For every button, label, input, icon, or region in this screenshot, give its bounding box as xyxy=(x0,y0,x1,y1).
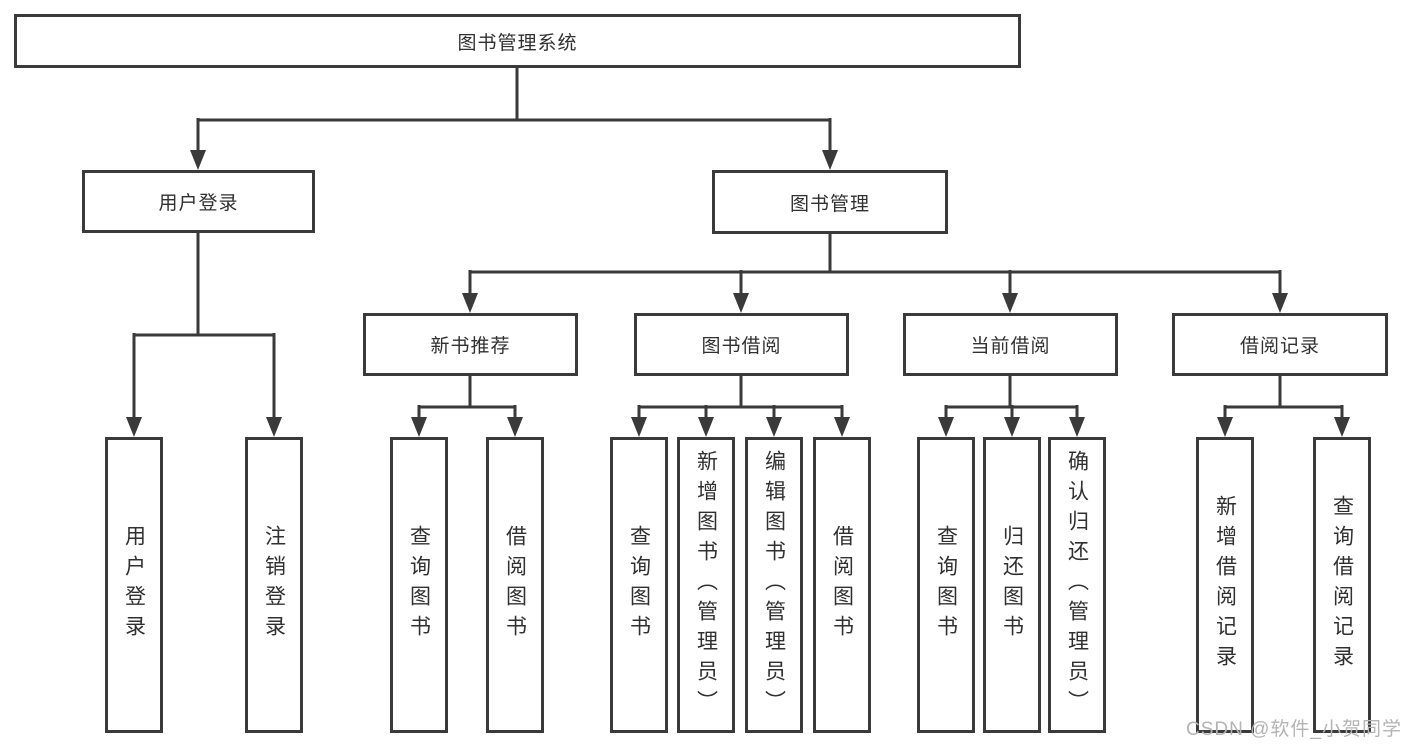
node-label: 查询图书 xyxy=(627,525,651,645)
node-label: 新增图书（管理员） xyxy=(694,450,718,720)
leaf-add-borrow-record: 新增借阅记录 xyxy=(1196,437,1254,733)
node-label: 编辑图书（管理员） xyxy=(762,450,786,720)
leaf-query-books-recommend: 查询图书 xyxy=(390,437,448,733)
node-label: 借阅记录 xyxy=(1239,336,1320,357)
node-library-system: 图书管理系统 xyxy=(14,14,1021,68)
watermark-text: CSDN @软件_小贺同学 xyxy=(1186,719,1402,740)
node-label: 查询图书 xyxy=(934,525,958,645)
node-label: 注销登录 xyxy=(262,525,286,645)
leaf-add-books-admin: 新增图书（管理员） xyxy=(677,437,735,733)
node-book-management: 图书管理 xyxy=(712,170,948,234)
node-new-book-recommend: 新书推荐 xyxy=(363,313,578,376)
node-label: 用户登录 xyxy=(122,525,146,645)
leaf-edit-books-admin: 编辑图书（管理员） xyxy=(745,437,803,733)
node-borrow-records: 借阅记录 xyxy=(1172,313,1388,376)
node-label: 查询借阅记录 xyxy=(1330,495,1354,675)
leaf-confirm-return-admin: 确认归还（管理员） xyxy=(1048,437,1106,733)
node-label: 图书借阅 xyxy=(701,336,782,357)
node-book-borrow: 图书借阅 xyxy=(634,313,849,376)
leaf-return-books: 归还图书 xyxy=(983,437,1041,733)
node-current-borrow: 当前借阅 xyxy=(903,313,1118,376)
leaf-query-books-borrow: 查询图书 xyxy=(610,437,668,733)
node-label: 归还图书 xyxy=(1000,525,1024,645)
leaf-query-books-current: 查询图书 xyxy=(917,437,975,733)
node-label: 借阅图书 xyxy=(503,525,527,645)
node-label: 图书管理 xyxy=(789,193,870,215)
leaf-query-borrow-record: 查询借阅记录 xyxy=(1313,437,1371,733)
leaf-logout-login: 注销登录 xyxy=(245,437,303,733)
node-label: 用户登录 xyxy=(158,193,239,214)
arrowhead-icons xyxy=(126,150,1350,437)
leaf-user-login: 用户登录 xyxy=(105,437,163,733)
node-label: 新增借阅记录 xyxy=(1213,495,1237,675)
node-label: 查询图书 xyxy=(407,525,431,645)
node-label: 当前借阅 xyxy=(970,336,1051,357)
leaf-borrow-books-recommend: 借阅图书 xyxy=(486,437,544,733)
node-label: 图书管理系统 xyxy=(457,32,578,54)
node-label: 确认归还（管理员） xyxy=(1065,450,1089,720)
node-label: 新书推荐 xyxy=(430,336,511,357)
node-user-login: 用户登录 xyxy=(82,170,315,233)
node-label: 借阅图书 xyxy=(830,525,854,645)
leaf-borrow-books-borrow: 借阅图书 xyxy=(813,437,871,733)
